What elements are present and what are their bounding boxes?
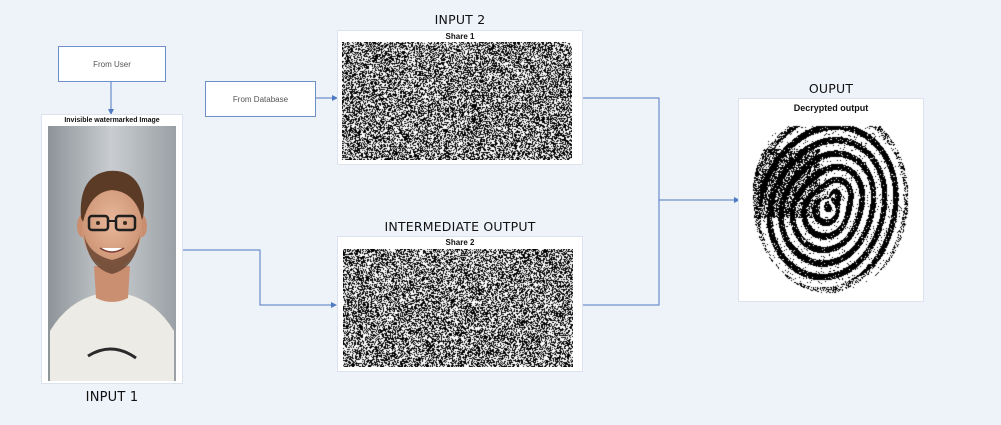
from-user-box: From User bbox=[58, 46, 166, 82]
portrait-photo bbox=[48, 126, 176, 381]
input2-heading: INPUT 2 bbox=[434, 12, 486, 27]
fingerprint-image bbox=[745, 117, 915, 297]
share2-title: Share 2 bbox=[445, 238, 475, 247]
input1-image-title: Invisible watermarked Image bbox=[64, 117, 160, 124]
from-database-label: From Database bbox=[232, 94, 289, 104]
from-user-label: From User bbox=[93, 59, 131, 69]
input1-panel: Invisible watermarked Image bbox=[42, 115, 182, 383]
arrow-input1-to-share2 bbox=[183, 249, 337, 308]
from-database-box: From Database bbox=[205, 81, 316, 117]
share2-panel: Share 2 bbox=[338, 237, 582, 371]
output-heading: OUPUT bbox=[808, 81, 854, 96]
input1-heading: INPUT 1 bbox=[85, 390, 139, 405]
share1-noise-image bbox=[342, 42, 572, 160]
output-panel: Decrypted output bbox=[739, 99, 923, 301]
share2-noise-image bbox=[343, 249, 573, 367]
share1-panel: Share 1 bbox=[338, 31, 582, 164]
share1-title: Share 1 bbox=[445, 32, 475, 41]
connector-share2-to-merge bbox=[581, 200, 660, 306]
connector-share1-to-merge bbox=[581, 97, 660, 200]
intermediate-heading: INTERMEDIATE OUTPUT bbox=[384, 219, 536, 234]
output-image-title: Decrypted output bbox=[793, 103, 869, 113]
